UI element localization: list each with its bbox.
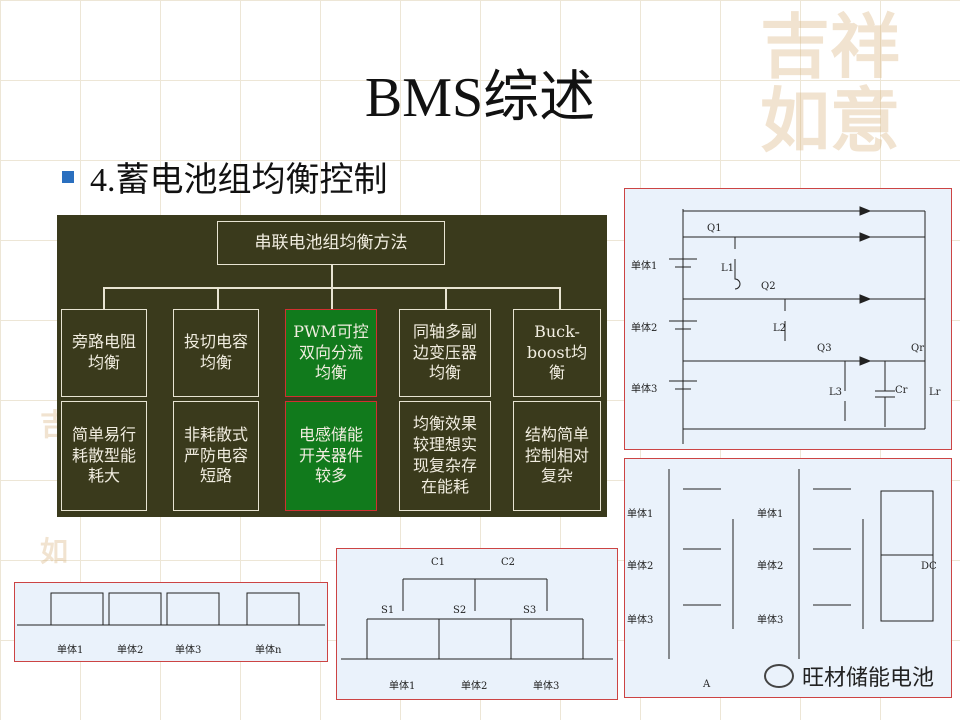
switch-q3: Q3: [817, 343, 832, 354]
capacitor-cell1: 单体1: [389, 680, 415, 692]
desc-bypass-resistor: 简单易行耗散型能耗大: [61, 401, 147, 511]
circuit-transformer-diagram: 单体1 单体2 单体3 单体1 单体2 单体3 A DC: [627, 469, 937, 690]
capacitor-cr: Cr: [895, 385, 908, 396]
transformer-a-cell2: 单体2: [627, 560, 653, 572]
circuit-pwm-shunt-panel: 单体1 单体2 单体3 Q1 Q2 Q3 Qr L1 L2 L3 Lr Cr: [624, 188, 952, 450]
slide-subtitle: 4.蓄电池组均衡控制: [62, 152, 388, 201]
switch-s1: S1: [381, 605, 394, 616]
switch-s2: S2: [453, 605, 466, 616]
capacitor-cell2: 单体2: [461, 680, 487, 692]
method-bypass-resistor: 旁路电阻均衡: [61, 309, 147, 397]
transformer-b-cell3: 单体3: [757, 614, 783, 626]
transformer-label-a: A: [702, 679, 711, 690]
desc-pwm-shunt: 电感储能开关器件较多: [285, 401, 377, 511]
switch-q2: Q2: [761, 281, 776, 292]
subtitle-text: 4.蓄电池组均衡控制: [90, 162, 388, 199]
brand-text: 旺材储能电池: [801, 666, 934, 691]
circuit-capacitor-panel: C1 C2 S1 S2 S3 单体1 单体2 单体3: [336, 548, 618, 700]
bypass-cell1: 单体1: [57, 644, 83, 656]
slide-title: BMS综述: [364, 67, 596, 129]
method-buck-boost: Buck-boost均衡: [513, 309, 601, 397]
bypass-cell2: 单体2: [117, 644, 143, 656]
method-switched-capacitor: 投切电容均衡: [173, 309, 259, 397]
desc-buck-boost: 结构简单控制相对复杂: [513, 401, 601, 511]
method-multi-winding-transformer: 同轴多副边变压器均衡: [399, 309, 491, 397]
circuit-transformer-panel: 单体1 单体2 单体3 单体1 单体2 单体3 A DC: [624, 458, 952, 698]
bypass-cell3: 单体3: [175, 644, 201, 656]
circuit-pwm-shunt-diagram: 单体1 单体2 单体3 Q1 Q2 Q3 Qr L1 L2 L3 Lr Cr: [631, 206, 941, 444]
right-cell1-label: 单体1: [631, 260, 657, 272]
transformer-a-cell1: 单体1: [627, 508, 653, 520]
right-cell3-label: 单体3: [631, 383, 657, 395]
bypass-celln: 单体n: [255, 644, 282, 656]
transformer-a-cell3: 单体3: [627, 614, 653, 626]
wechat-icon: [763, 664, 794, 688]
right-cell2-label: 单体2: [631, 322, 657, 334]
footer-brand: 旺材储能电池: [763, 660, 934, 692]
circuit-bypass-diagram: 单体1 单体2 单体3 单体n: [17, 592, 325, 656]
desc-multi-winding-transformer: 均衡效果较理想实现复杂存在能耗: [399, 401, 491, 511]
tree-root: 串联电池组均衡方法: [217, 221, 445, 265]
inductor-lr: Lr: [929, 387, 941, 398]
inductor-l1: L1: [721, 263, 734, 274]
transformer-b-cell2: 单体2: [757, 560, 783, 572]
switch-s3: S3: [523, 605, 536, 616]
inductor-l3: L3: [829, 387, 842, 398]
switch-q1: Q1: [707, 223, 722, 234]
circuit-bypass-panel: 单体1 单体2 单体3 单体n: [14, 582, 328, 662]
transformer-label-dc: DC: [921, 561, 937, 572]
method-pwm-shunt: PWM可控双向分流均衡: [285, 309, 377, 397]
circuit-capacitor-diagram: C1 C2 S1 S2 S3 单体1 单体2 单体3: [341, 557, 613, 692]
capacitor-cell3: 单体3: [533, 680, 559, 692]
decorative-seal-left-2: 如: [40, 535, 69, 568]
transformer-b-cell1: 单体1: [757, 508, 783, 520]
decorative-seal-top-right: 吉祥如意: [760, 5, 900, 162]
cap-c1: C1: [431, 557, 445, 568]
cap-c2: C2: [501, 557, 515, 568]
balancing-method-tree: 串联电池组均衡方法 旁路电阻均衡 简单易行耗散型能耗大 投切电容均衡 非耗散式严…: [57, 215, 607, 517]
desc-switched-capacitor: 非耗散式严防电容短路: [173, 401, 259, 511]
bullet-icon: [62, 170, 74, 183]
switch-qr: Qr: [911, 343, 924, 354]
inductor-l2: L2: [773, 323, 786, 334]
